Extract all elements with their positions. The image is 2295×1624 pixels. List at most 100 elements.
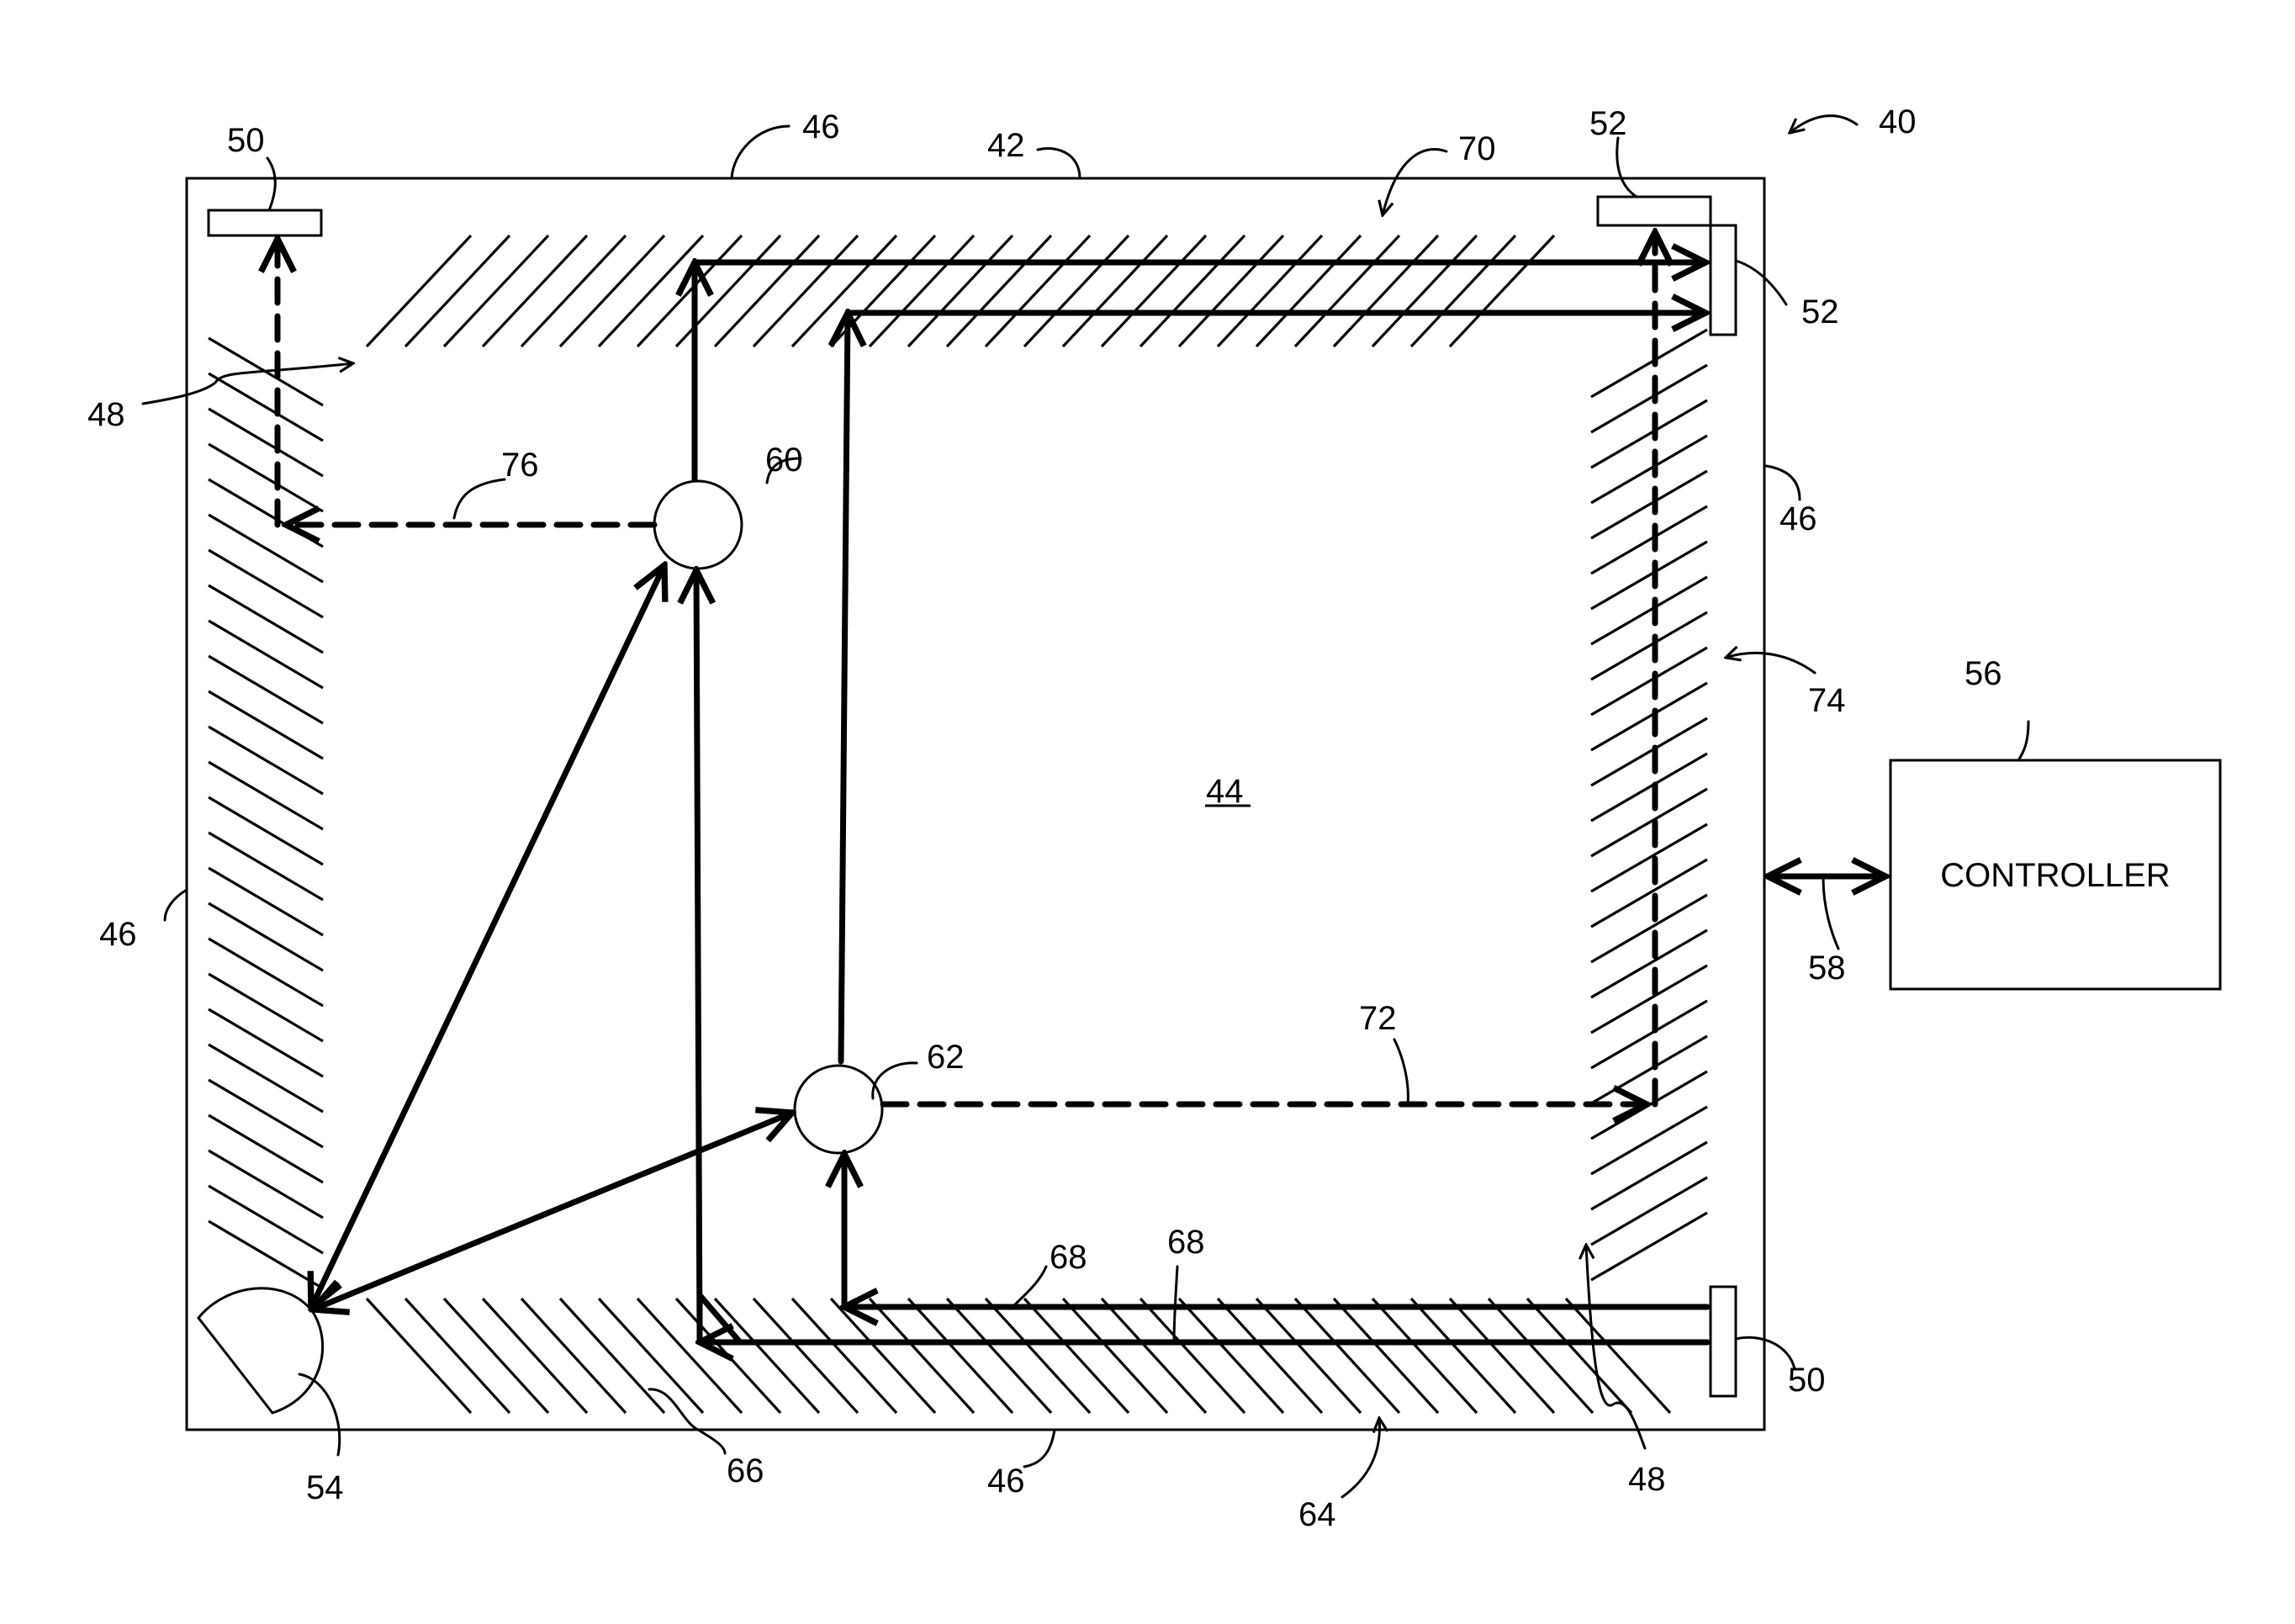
hatch-line [1591,718,1707,786]
hatch-line [1334,235,1438,346]
splitter-upper [654,481,742,569]
hatch-line [1256,235,1361,346]
hatch-line [1591,789,1707,856]
hatch-line [754,235,858,346]
ref-controller-link: 58 [1808,950,1846,987]
ref-reflector-bottom-right: 48 [1628,1461,1666,1498]
hatch-line [1591,1213,1707,1280]
hatch-line [1591,1177,1707,1245]
hatch-line [792,1299,896,1413]
hatch-line [209,939,323,1006]
hatch-line [1063,1299,1167,1413]
hatch-line [1411,235,1515,346]
ref-beam-path-bottom: 66 [727,1452,764,1489]
ref-beam-label-a: 68 [1050,1239,1087,1276]
ref-receiver-top-left: 50 [227,122,265,159]
hatch-line [599,235,703,346]
hatch-line [209,1009,323,1076]
hatch-line [1489,1299,1593,1413]
hatch-line [483,235,587,346]
hatch-line [209,479,323,547]
hatch-line [947,1299,1051,1413]
beam-emitter-to-lower [313,1113,792,1309]
ref-touch-area: 44 [1206,773,1244,810]
hatch-line [754,1299,858,1413]
ref-beam-label-b: 68 [1167,1224,1205,1261]
hatch-line [209,833,323,900]
hatch-line [1591,436,1707,503]
splitter-lower [795,1066,882,1153]
hatch-line [908,1299,1013,1413]
ref-bezel-right: 46 [1779,500,1817,537]
hatch-line [1591,1001,1707,1068]
hatch-line [1102,1299,1206,1413]
hatch-line [209,1186,323,1253]
hatch-line [209,797,323,865]
hatch-line [483,1299,587,1413]
hatch-line [1218,1299,1322,1413]
hatch-line [637,235,742,346]
hatch-line [1591,1036,1707,1103]
hatch-line [1591,365,1707,432]
hatch-line [405,235,510,346]
hatch-line [1411,1299,1515,1413]
ref-device: 40 [1879,103,1917,140]
ref-receiver-top-right-b: 52 [1801,294,1839,331]
hatch-line [1591,400,1707,468]
hatch-line [1591,506,1707,574]
ref-receiver-top-right-a: 52 [1589,105,1627,142]
hatch-line [1334,1299,1438,1413]
hatch-line [715,235,819,346]
beam-emitter-to-upper [311,565,664,1308]
ref-splitter-upper: 60 [765,442,803,479]
hatch-line [209,373,323,441]
hatch-line [1591,648,1707,715]
hatch-line [1591,683,1707,750]
ref-dashed-path-upper: 76 [501,447,539,484]
hatch-line [209,1115,323,1182]
hatch-line [1179,1299,1283,1413]
receiver-bottom-right [1711,1287,1736,1396]
hatch-line [986,235,1090,346]
hatch-line [209,656,323,723]
touch-frame [187,178,1764,1430]
beam-inner-vertical [841,313,848,1061]
hatch-line [1102,235,1206,346]
hatch-line [676,1299,780,1413]
hatch-line [209,727,323,794]
ref-receiver-bottom-right: 50 [1788,1362,1826,1399]
emitter [198,1288,323,1413]
hatch-line [1024,235,1129,346]
hatch-line [209,621,323,688]
hatch-line [947,235,1051,346]
hatch-line [367,235,471,346]
hatch-line [1591,824,1707,891]
hatch-line [1591,330,1707,397]
hatch-line [209,762,323,829]
hatch-line [1527,1299,1631,1413]
hatch-line [209,903,323,971]
hatch-line [1591,542,1707,609]
ref-bezel-bottom: 46 [987,1463,1025,1500]
reflector-hatch-right [1591,330,1707,1280]
hatch-line [560,235,664,346]
ref-controller: 56 [1964,655,2002,692]
ref-hatch-right: 74 [1808,682,1846,719]
hatch-line [1591,860,1707,927]
hatch-line [1591,577,1707,644]
hatch-line [1591,1142,1707,1209]
reflector-hatch-top [367,235,1554,346]
hatch-line [1372,235,1477,346]
hatch-line [444,1299,548,1413]
hatch-line [209,585,323,653]
ref-hatch-bottom: 64 [1298,1496,1336,1533]
reflector-hatch-bottom [367,1299,1670,1413]
hatch-line [209,1080,323,1147]
hatch-line [1295,1299,1399,1413]
hatch-line [209,1221,323,1288]
ref-dashed-path-lower: 72 [1359,1000,1397,1037]
hatch-line [1179,235,1283,346]
receiver-top-left [209,210,321,235]
hatch-line [1450,235,1554,346]
